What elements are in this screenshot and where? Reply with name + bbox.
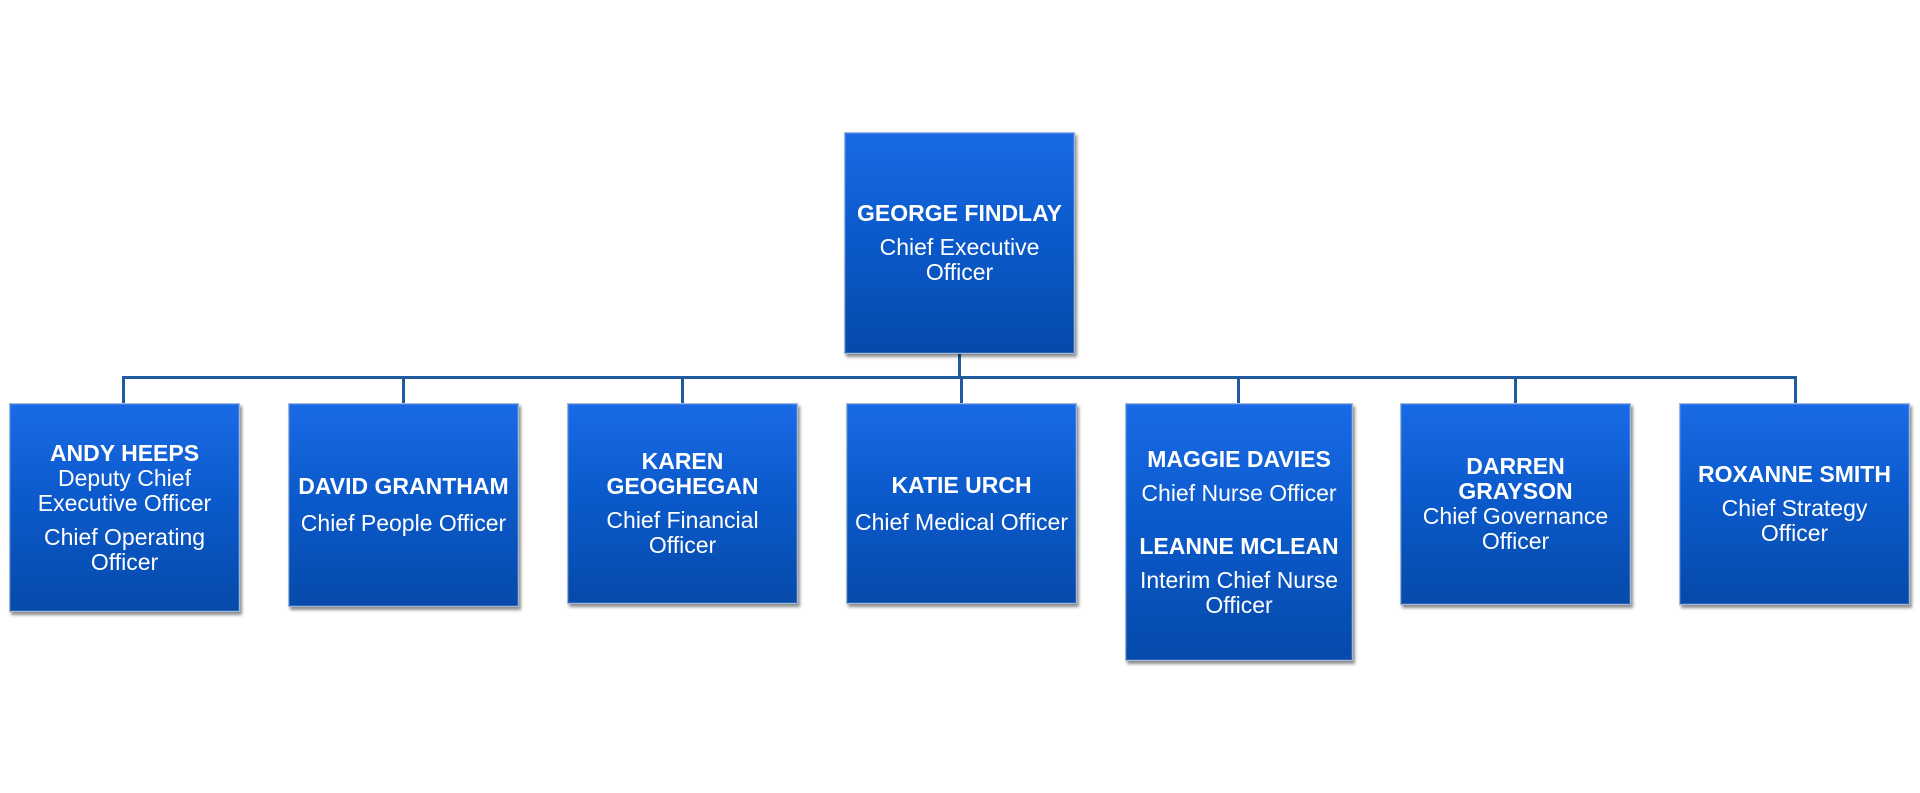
connector-drop-2 [402,376,405,403]
person-role: Chief Strategy Officer [1721,495,1868,546]
person-name: ANDY HEEPS [49,439,200,466]
person-role: Chief Financial Officer [606,507,759,558]
person-name-secondary: LEANNE MCLEAN [1139,532,1339,559]
org-box-chief-nurse-officer: MAGGIE DAVIES Chief Nurse Officer LEANNE… [1125,403,1353,661]
person-role: Chief Governance Officer [1422,503,1609,554]
person-role: Deputy Chief Executive Officer [37,464,212,516]
person-name: KAREN GEOGHEGAN [606,448,759,499]
person-role-secondary: Chief Operating Officer [43,523,206,575]
person-role: Chief People Officer [300,510,507,536]
org-box-chief-financial-officer: KAREN GEOGHEGAN Chief Financial Officer [567,403,798,604]
org-box-deputy-chief-executive: ANDY HEEPS Deputy Chief Executive Office… [9,403,240,612]
org-box-chief-executive: GEORGE FINDLAY Chief Executive Officer [844,132,1075,354]
org-box-chief-strategy-officer: ROXANNE SMITH Chief Strategy Officer [1679,403,1910,605]
connector-drop-4 [960,376,963,403]
person-role: Chief Nurse Officer [1141,479,1337,506]
connector-drop-5 [1237,376,1240,403]
connector-root-down [958,353,961,378]
person-name: GEORGE FINDLAY [857,200,1062,226]
person-name: ROXANNE SMITH [1698,461,1891,487]
person-role: Chief Medical Officer [854,508,1069,535]
person-name: DARREN GRAYSON [1458,453,1573,504]
connector-drop-7 [1794,376,1797,403]
connector-drop-3 [681,376,684,403]
person-name: DAVID GRANTHAM [298,473,509,499]
org-box-chief-medical-officer: KATIE URCH Chief Medical Officer [846,403,1077,604]
person-role-secondary: Interim Chief Nurse Officer [1139,566,1339,618]
org-box-chief-people-officer: DAVID GRANTHAM Chief People Officer [288,403,519,607]
person-role: Chief Executive Officer [879,234,1040,285]
person-name: MAGGIE DAVIES [1147,445,1331,472]
org-box-chief-governance-officer: DARREN GRAYSON Chief Governance Officer [1400,403,1631,605]
person-name: KATIE URCH [891,471,1032,498]
connector-horizontal-bus [122,376,1797,379]
connector-drop-1 [122,376,125,403]
connector-drop-6 [1514,376,1517,403]
